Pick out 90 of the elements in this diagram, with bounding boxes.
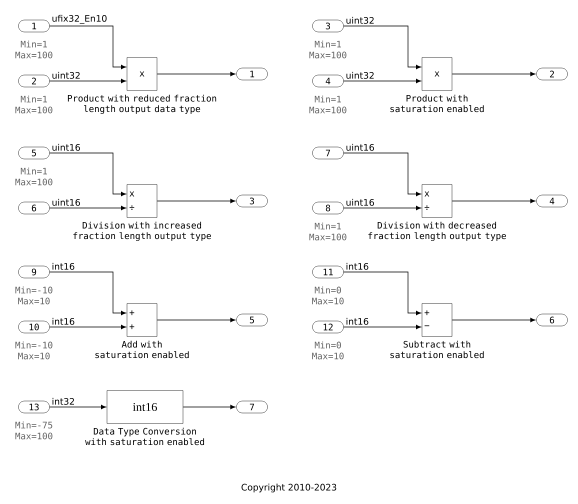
- signal-label: uint16: [344, 198, 376, 207]
- inport: 9: [18, 266, 50, 278]
- copyright-note: Copyright 2010-2023: [242, 484, 336, 492]
- range-label: Min=-75: [15, 422, 52, 428]
- range-label: Min=1: [314, 96, 341, 102]
- range-label: Min=1: [314, 40, 341, 48]
- inport: 11: [312, 266, 344, 278]
- signal-line: [343, 324, 422, 330]
- signal-line: [343, 26, 422, 70]
- block-caption: Division with increased fraction length output type: [73, 222, 211, 241]
- signal-label: uint16: [50, 198, 82, 207]
- inport: 5: [18, 146, 50, 160]
- outport: 2: [536, 68, 568, 80]
- block: x: [422, 57, 452, 91]
- signal-line: [156, 198, 236, 204]
- range-label: Max=100: [15, 178, 52, 186]
- block-caption: Data Type Conversion with saturation enabled: [85, 428, 204, 446]
- inport: 8: [312, 202, 344, 214]
- range-label: Min=1: [314, 222, 341, 230]
- signal-line: [49, 272, 126, 316]
- range-label: Min=1: [20, 96, 47, 102]
- signal-line: [343, 78, 422, 84]
- block-caption: Product with saturation enabled: [390, 94, 484, 112]
- outport: 3: [236, 194, 268, 208]
- signal-label: uint16: [50, 142, 82, 152]
- range-label: Min=0: [314, 286, 341, 294]
- outport: 1: [236, 68, 268, 80]
- signal-line: [156, 72, 236, 76]
- signal-line: [156, 318, 236, 322]
- block-caption: Division with decreased fraction length output type: [368, 222, 506, 241]
- block: x: [126, 57, 158, 91]
- signal-label: uint16: [344, 142, 376, 152]
- signal-label: int32: [50, 396, 76, 406]
- range-label: Max=100: [309, 234, 346, 240]
- range-label: Min=1: [20, 40, 47, 48]
- outport: 4: [536, 194, 568, 208]
- signal-label: int16: [344, 316, 370, 326]
- signal-label: uint32: [344, 16, 376, 25]
- inport: 7: [312, 146, 344, 160]
- signal-line: [49, 152, 126, 196]
- range-label: Max=100: [309, 106, 346, 114]
- range-label: Min=-10: [15, 286, 52, 294]
- signal-line: [49, 78, 126, 84]
- signal-label: int16: [50, 316, 76, 326]
- inport: 1: [18, 20, 50, 32]
- signal-label: uint32: [344, 70, 376, 80]
- outport: 6: [536, 314, 568, 326]
- inport: 2: [18, 74, 50, 88]
- block: x ÷: [126, 184, 158, 218]
- range-label: Max=100: [15, 52, 52, 58]
- block: + +: [126, 303, 158, 337]
- signal-line: [452, 198, 536, 204]
- range-label: Max=100: [15, 106, 52, 114]
- signal-label: ufix32_En10: [50, 14, 108, 25]
- range-label: Max=100: [15, 432, 52, 440]
- range-label: Max=10: [312, 352, 344, 360]
- signal-label: int16: [50, 262, 76, 271]
- inport: 6: [18, 202, 50, 214]
- block-caption: Subtract with saturation enabled: [390, 340, 484, 358]
- block-caption: Add with saturation enabled: [95, 340, 189, 358]
- range-label: Max=10: [18, 298, 50, 304]
- range-label: Min=1: [20, 168, 47, 174]
- signal-line: [343, 272, 422, 316]
- range-label: Min=-10: [15, 342, 52, 348]
- inport: 3: [312, 20, 344, 32]
- signal-line: [49, 206, 126, 210]
- inport: 12: [312, 320, 344, 334]
- signal-line: [343, 152, 422, 196]
- signal-label: int16: [344, 262, 370, 271]
- signal-line: [182, 404, 236, 410]
- range-label: Min=0: [314, 342, 341, 348]
- signal-line: [343, 206, 422, 210]
- inport: 10: [18, 320, 50, 334]
- range-label: Max=100: [309, 52, 346, 58]
- signal-line: [49, 26, 126, 70]
- range-label: Max=10: [312, 298, 344, 304]
- block: + −: [422, 303, 452, 337]
- block: int16: [106, 390, 184, 424]
- signal-line: [49, 324, 126, 330]
- signal-line: [49, 404, 106, 410]
- inport: 4: [312, 74, 344, 88]
- outport: 5: [236, 314, 268, 326]
- signal-line: [452, 318, 536, 322]
- inport: 13: [18, 400, 50, 414]
- block: x ÷: [422, 184, 452, 218]
- range-label: Max=10: [18, 352, 50, 360]
- block-caption: Product with reduced fraction length output data type: [68, 94, 216, 114]
- signal-label: uint32: [50, 70, 82, 80]
- outport: 7: [236, 400, 268, 414]
- signal-line: [452, 72, 536, 76]
